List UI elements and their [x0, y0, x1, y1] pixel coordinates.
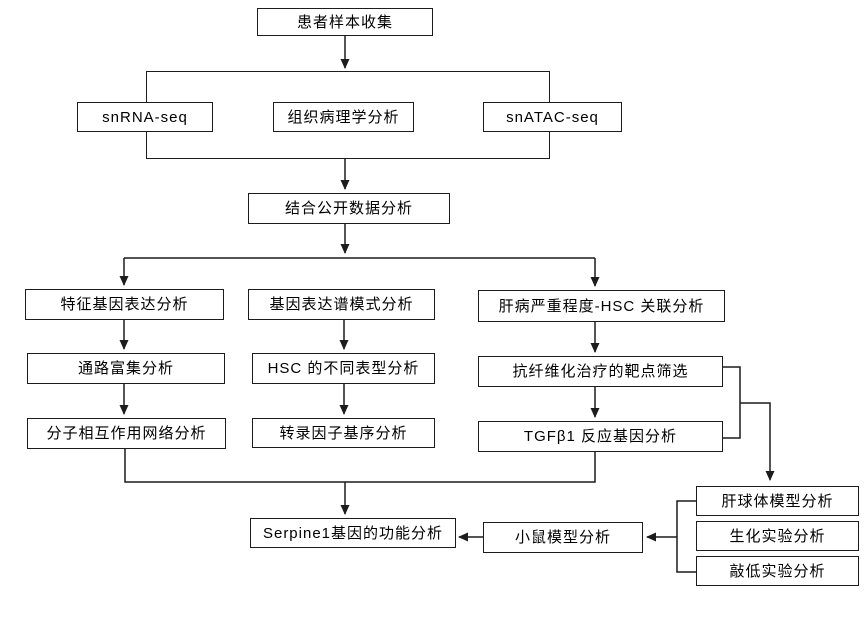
node-patient-sample-collection: 患者样本收集: [257, 8, 433, 36]
node-label: 小鼠模型分析: [514, 529, 611, 546]
node-label: TGFβ1 反应基因分析: [523, 428, 678, 445]
node-feature-gene-expression: 特征基因表达分析: [25, 289, 224, 320]
node-label: snATAC-seq: [506, 108, 599, 126]
node-public-data-analysis: 结合公开数据分析: [248, 193, 450, 224]
node-mouse-model-analysis: 小鼠模型分析: [483, 522, 643, 553]
collector-line-network-tgfb1: [124, 449, 596, 483]
node-snrna-seq: snRNA-seq: [77, 102, 213, 132]
node-knockdown-assay-analysis: 敲低实验分析: [696, 556, 859, 586]
bracket-antifibrotic-tgfb1: [723, 366, 741, 439]
node-label: 通路富集分析: [77, 360, 174, 377]
node-hsc-phenotype-analysis: HSC 的不同表型分析: [252, 353, 435, 384]
node-label: 生化实验分析: [729, 527, 826, 545]
node-label: Serpine1基因的功能分析: [262, 524, 444, 542]
node-pathway-enrichment: 通路富集分析: [27, 353, 225, 384]
node-tgfb1-response-gene-analysis: TGFβ1 反应基因分析: [478, 421, 723, 452]
node-label: 患者样本收集: [296, 13, 393, 31]
node-label: 肝病严重程度-HSC 关联分析: [498, 297, 705, 315]
node-label: 抗纤维化治疗的靶点筛选: [512, 363, 689, 380]
arrow-bracket-to-spheroid: [740, 402, 775, 481]
node-serpine1-function-analysis: Serpine1基因的功能分析: [250, 518, 456, 548]
node-label: 肝球体模型分析: [721, 492, 834, 510]
node-histopathology-analysis: 组织病理学分析: [273, 102, 414, 132]
node-label: HSC 的不同表型分析: [267, 360, 420, 377]
node-label: 结合公开数据分析: [284, 200, 413, 217]
node-label: 组织病理学分析: [287, 108, 400, 126]
node-expression-pattern-analysis: 基因表达谱模式分析: [248, 289, 435, 320]
node-label: snRNA-seq: [102, 108, 188, 126]
node-label: 转录因子基序分析: [279, 424, 408, 442]
node-label: 特征基因表达分析: [60, 296, 189, 313]
node-snatac-seq: snATAC-seq: [483, 102, 622, 132]
node-antifibrotic-target-screening: 抗纤维化治疗的靶点筛选: [478, 356, 723, 387]
node-label: 基因表达谱模式分析: [269, 296, 414, 313]
node-biochemical-assay-analysis: 生化实验分析: [696, 521, 859, 551]
node-label: 分子相互作用网络分析: [46, 425, 207, 442]
node-label: 敲低实验分析: [729, 562, 826, 580]
node-liver-spheroid-model-analysis: 肝球体模型分析: [696, 486, 859, 516]
node-tf-motif-analysis: 转录因子基序分析: [252, 418, 435, 448]
node-molecular-interaction-network: 分子相互作用网络分析: [27, 418, 226, 449]
bracket-experiment-stack: [676, 500, 696, 573]
node-liver-severity-hsc-association: 肝病严重程度-HSC 关联分析: [478, 290, 725, 322]
